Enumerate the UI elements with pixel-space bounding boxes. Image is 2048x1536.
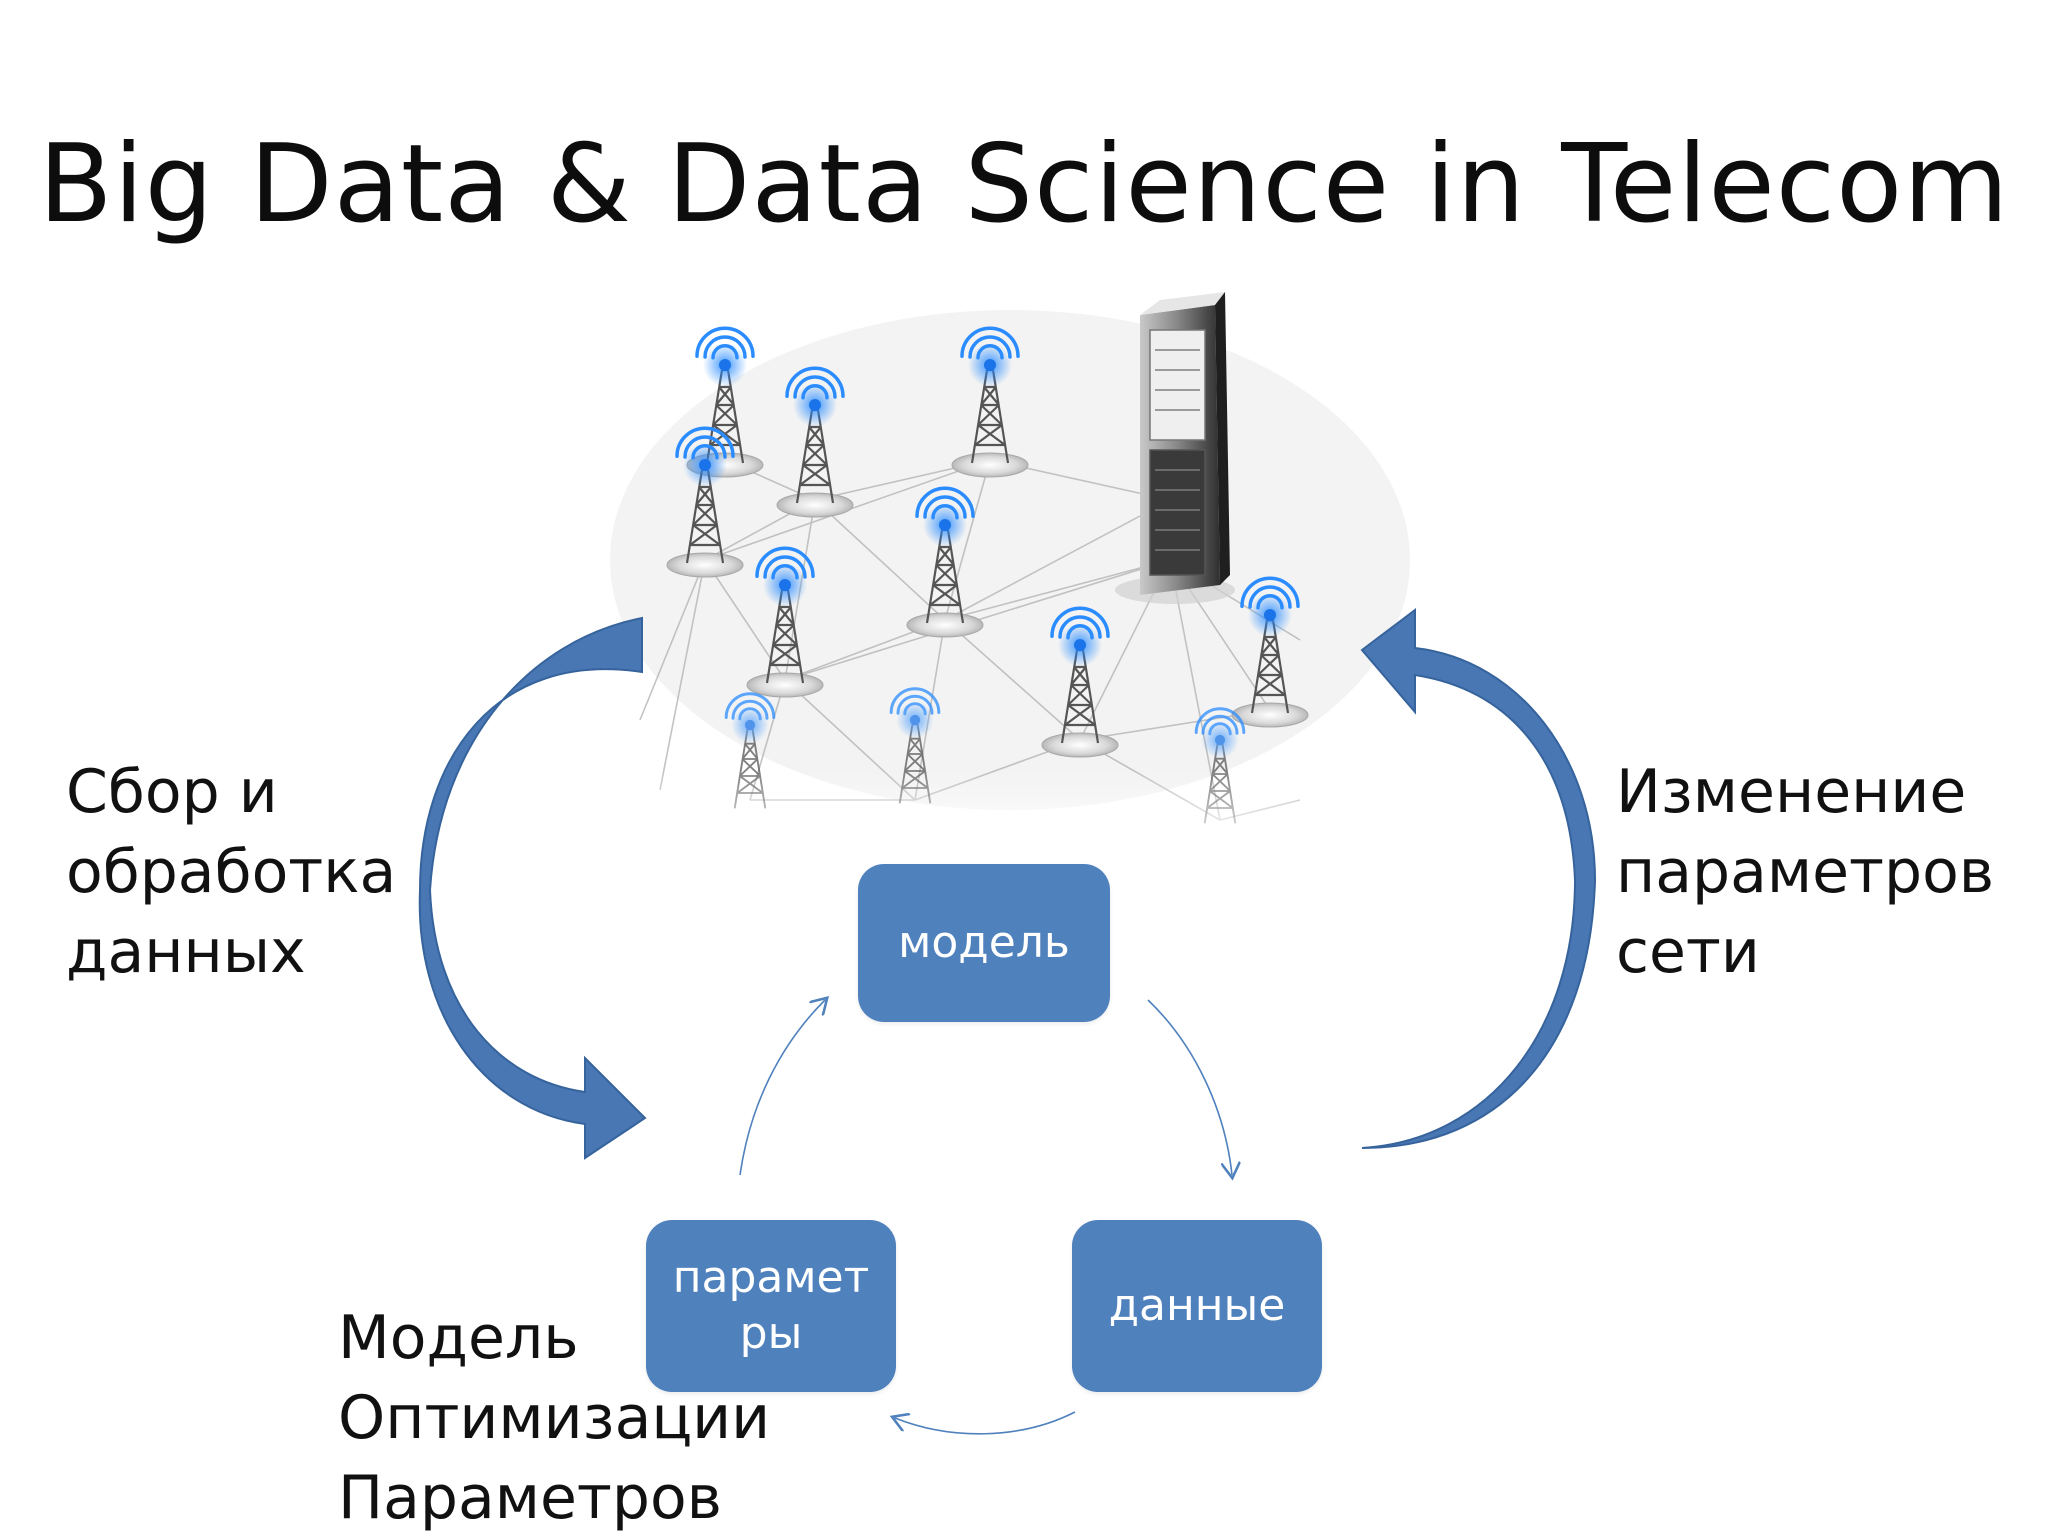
node-data-label: данные <box>1108 1280 1286 1331</box>
node-model-label: модель <box>898 917 1070 968</box>
collect-process-label: Сбор и обработка данных <box>66 752 396 992</box>
cycle-node-params: парамет ры <box>646 1220 896 1392</box>
server-rack-icon <box>1115 292 1235 604</box>
cell-tower-icon <box>746 546 824 698</box>
cycle-node-model: модель <box>858 864 1110 1022</box>
arrow-params-to-model <box>739 1000 825 1176</box>
cell-tower-icon <box>666 426 744 578</box>
cell-tower-icon <box>1194 707 1246 824</box>
change-label-line-1: Изменение <box>1616 757 1967 827</box>
left-cycle-arrow <box>418 616 647 1160</box>
optim-label-line-2: Оптимизации <box>338 1383 771 1453</box>
change-params-label: Изменение параметров сети <box>1616 752 1994 992</box>
node-params-label-line-2: ры <box>739 1308 803 1359</box>
arrow-model-to-data <box>1147 999 1232 1175</box>
collect-label-line-2: обработка <box>66 837 397 907</box>
collect-label-line-1: Сбор и <box>66 757 278 827</box>
cell-tower-icon <box>906 486 984 638</box>
tower-group <box>666 326 1309 824</box>
optim-label-line-1: Модель <box>338 1303 579 1373</box>
cell-tower-icon <box>1041 606 1119 758</box>
optimization-model-label: Модель Оптимизации Параметров <box>338 1298 770 1536</box>
node-params-label-line-1: парамет <box>672 1252 870 1303</box>
cell-tower-icon <box>1231 576 1309 728</box>
cell-tower-icon <box>951 326 1029 478</box>
scene-fade <box>600 770 1400 860</box>
arrow-data-to-params <box>895 1411 1076 1435</box>
collect-label-line-3: данных <box>66 917 306 987</box>
slide-title: Big Data & Data Science in Telecom <box>38 122 2010 247</box>
change-label-line-2: параметров <box>1616 837 1995 907</box>
cell-tower-icon <box>776 366 854 518</box>
right-cycle-arrow <box>1360 607 1597 1149</box>
cycle-node-data: данные <box>1072 1220 1322 1392</box>
change-label-line-3: сети <box>1616 917 1760 987</box>
optim-label-line-3: Параметров <box>338 1463 723 1533</box>
